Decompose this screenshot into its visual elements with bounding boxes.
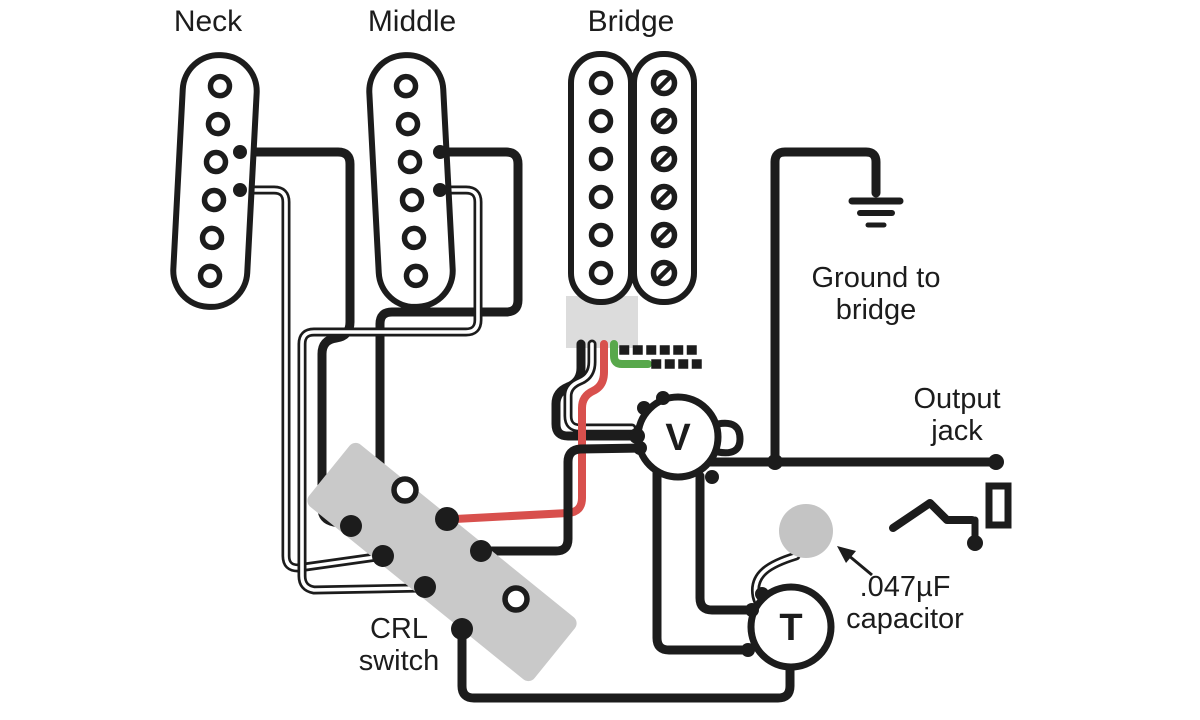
bridge-left-pole-5 [588,222,614,248]
volume-pot-label: V [665,417,691,459]
ground-riser-junction-dot [767,454,783,470]
middle-ground-solder-dot [433,183,447,197]
output-jack-label-line2: jack [930,415,983,447]
switch-terminal-2 [340,515,362,537]
capacitor-arrow-line [847,553,873,577]
volume-input-junction-dot [629,428,645,444]
bridge-humbucker-coil-right [631,51,697,305]
middle-pole-5 [401,225,427,251]
neck-pole-2 [205,111,231,137]
screw-slot-5 [655,226,673,244]
ground-label-line1: Ground to [812,262,941,294]
jack-hot-dot [988,454,1004,470]
screw-slot-4 [655,188,673,206]
wire-switch-to-volume [476,443,647,556]
wire-humbucker-green [610,340,652,368]
bridge-screw-poles [650,69,678,287]
capacitor-label-line2: capacitor [846,603,964,635]
crl-switch-body [307,442,577,682]
middle-pole-4 [399,187,425,213]
tone-lug-dot-3 [755,587,769,601]
middle-pickup-cover [366,52,456,310]
wire-bottom-ground-bus [457,625,795,703]
screw-slot-1 [655,74,673,92]
jack-sleeve-lug [985,482,1012,529]
neck-pole-5 [199,225,225,251]
neck-label: Neck [174,5,243,38]
screw-slot-3 [655,150,673,168]
switch-terminal-5 [470,540,492,562]
bridge-left-pole-1 [588,70,614,96]
neck-pickup [170,52,260,310]
middle-pole-1 [393,73,419,99]
capacitor-body [779,504,833,558]
neck-pole-4 [201,187,227,213]
wire-humbucker-red [451,340,608,523]
bridge-left-pole-6 [588,260,614,286]
output-jack-label-line1: Output [913,383,1000,415]
neck-pole-6 [197,263,223,289]
jack-tip-contact [889,499,976,532]
volume-pot-tab [714,419,744,457]
wire-volume-to-tone-ground [652,465,751,655]
volume-lug-dot-2 [656,391,670,405]
screw-slot-2 [655,112,673,130]
switch-terminal-7 [502,585,530,613]
switch-terminal-6 [414,576,436,598]
bridge-right-bobbin [631,51,697,305]
tone-pot [747,583,835,671]
wire-ground-riser [770,147,881,467]
neck-pole-3 [203,149,229,175]
bridge-humbucker-coil-left [568,51,634,305]
capacitor-label-line1: .047µF [860,571,951,603]
volume-lug-dot-3 [633,441,647,455]
neck-hot-solder-dot [233,145,247,159]
switch-label-line2: switch [359,645,440,677]
tone-pot-label: T [779,607,802,649]
middle-pickup [366,52,456,310]
switch-label-line1: CRL [370,613,428,645]
bridge-left-pole-2 [588,108,614,134]
bridge-left-pole-4 [588,184,614,210]
middle-hot-solder-dot [433,145,447,159]
middle-label: Middle [368,5,456,38]
screw-slot-6 [655,264,673,282]
jack-ground-dot [967,535,983,551]
neck-pole-1 [207,73,233,99]
wire-volume-to-tone-signal [695,471,755,615]
neck-pickup-cover [170,52,260,310]
switch-terminal-8 [451,618,473,640]
middle-pole-3 [397,149,423,175]
neck-ground-solder-dot [233,183,247,197]
wire-middle-ground-core [300,188,480,592]
ground-label-line2: bridge [836,294,917,326]
wire-humbucker-white-core [566,342,634,430]
tone-lug-dot-2 [745,603,759,617]
volume-lug-dot-1 [637,401,651,415]
tone-lug-dot-1 [741,643,755,657]
capacitor-arrow-head [837,546,856,563]
middle-pole-2 [395,111,421,137]
crl-switch-body-group [307,442,577,682]
switch-terminal-4 [372,545,394,567]
bridge-label: Bridge [588,5,675,38]
bridge-left-pole-3 [588,146,614,172]
switch-terminal-1 [391,476,419,504]
switch-terminal-3 [435,507,459,531]
middle-pole-6 [403,263,429,289]
wire-neck-ground-core [238,188,378,570]
volume-lug-dot-4 [705,470,719,484]
